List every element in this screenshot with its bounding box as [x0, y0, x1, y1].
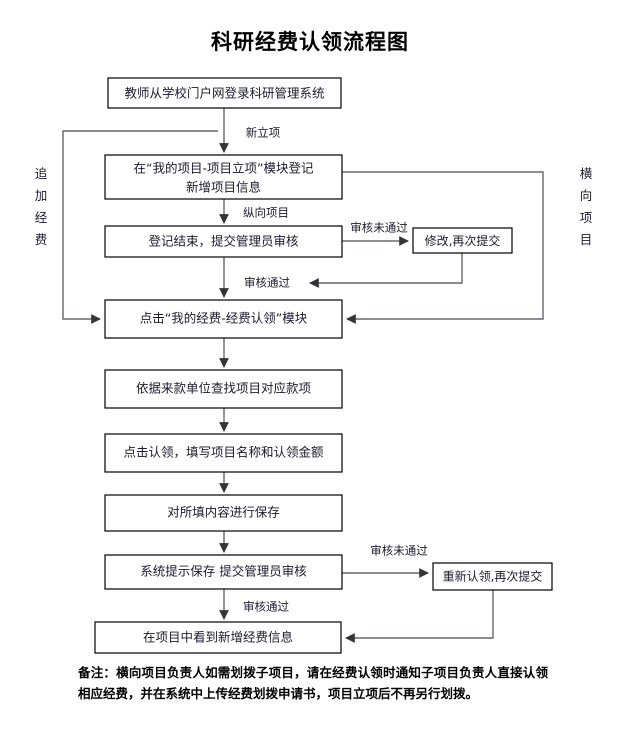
- node-modify-resubmit[interactable]: 修改,再次提交: [412, 227, 513, 254]
- edge-label-review-failed-bottom: 审核未通过: [370, 544, 428, 558]
- node-click-claim-fill[interactable]: 点击认领，填写项目名称和认领金额: [104, 433, 343, 473]
- edge-reject-return: [309, 253, 463, 288]
- node-project-registration[interactable]: 在“我的项目-项目立项”模块登记 新增项目信息: [104, 154, 343, 200]
- page-title: 科研经费认领流程图: [211, 29, 409, 54]
- node-modify-resubmit-label: 修改,再次提交: [425, 233, 501, 248]
- edge-label-vertical-project: 纵向项目: [243, 206, 289, 220]
- node-see-new-funds-label: 在项目中看到新增经费信息: [143, 630, 293, 645]
- node-submit-admin-review-label: 登记结束，提交管理员审核: [148, 234, 299, 249]
- side-label-horizontal-project-char-0: 横: [580, 166, 593, 181]
- side-label-horizontal-project-char-3: 目: [580, 232, 593, 247]
- side-label-additional-funds-char-2: 经: [35, 210, 48, 225]
- side-label-horizontal-project: 横 向 项 目: [580, 166, 593, 247]
- node-submit-admin-review[interactable]: 登记结束，提交管理员审核: [104, 225, 343, 258]
- side-label-horizontal-project-char-1: 向: [580, 188, 593, 203]
- node-group: 教师从学校门户网登录科研管理系统 在“我的项目-项目立项”模块登记 新增项目信息…: [94, 77, 553, 654]
- edge-additional-funds-rail: [62, 130, 218, 324]
- node-fund-claim-module[interactable]: 点击“我的经费-经费认领”模块: [104, 299, 343, 339]
- side-label-additional-funds-char-3: 费: [35, 232, 48, 247]
- edge-label-review-failed-top: 审核未通过: [350, 221, 408, 235]
- side-label-horizontal-project-char-2: 项: [580, 210, 593, 225]
- node-find-payment[interactable]: 依据来款单位查找项目对应款项: [104, 369, 343, 409]
- node-system-prompt-submit[interactable]: 系统提示保存 提交管理员审核: [104, 554, 343, 590]
- node-reclaim-resubmit[interactable]: 重新认领,再次提交: [432, 562, 553, 591]
- node-system-prompt-submit-label: 系统提示保存 提交管理员审核: [140, 564, 307, 579]
- node-find-payment-label: 依据来款单位查找项目对应款项: [136, 381, 311, 396]
- side-label-additional-funds-char-1: 加: [35, 188, 48, 203]
- edge-label-review-passed-top: 审核通过: [244, 276, 290, 290]
- node-fund-claim-module-label: 点击“我的经费-经费认领”模块: [140, 311, 308, 326]
- edge-label-group: 新立项 纵向项目 审核未通过 审核通过 审核未通过 审核通过: [243, 126, 428, 614]
- edge-label-new-project: 新立项: [246, 126, 281, 140]
- node-login-system-label: 教师从学校门户网登录科研管理系统: [124, 86, 324, 101]
- node-save-content[interactable]: 对所填内容进行保存: [104, 494, 343, 532]
- node-see-new-funds[interactable]: 在项目中看到新增经费信息: [94, 621, 342, 654]
- node-click-claim-fill-label: 点击认领，填写项目名称和认领金额: [123, 445, 324, 460]
- node-reclaim-resubmit-label: 重新认领,再次提交: [443, 569, 543, 584]
- edge-label-review-passed-bottom: 审核通过: [243, 600, 289, 614]
- edge-horizontal-project-rail: [342, 171, 544, 324]
- node-project-registration-label-line2: 新增项目信息: [186, 180, 261, 195]
- side-label-additional-funds: 追 加 经 费: [35, 166, 48, 247]
- edge-reclaim-return: [345, 590, 494, 643]
- node-project-registration-label-line1: 在“我的项目-项目立项”模块登记: [134, 161, 314, 176]
- node-save-content-label: 对所填内容进行保存: [167, 505, 280, 520]
- footer-note: 备注：横向项目负责人如需划拨子项目，请在经费认领时通知子项目负责人直接认领相应经…: [78, 665, 548, 701]
- node-login-system[interactable]: 教师从学校门户网登录科研管理系统: [107, 77, 342, 109]
- edge-group: [62, 108, 544, 643]
- side-label-additional-funds-char-0: 追: [35, 166, 48, 181]
